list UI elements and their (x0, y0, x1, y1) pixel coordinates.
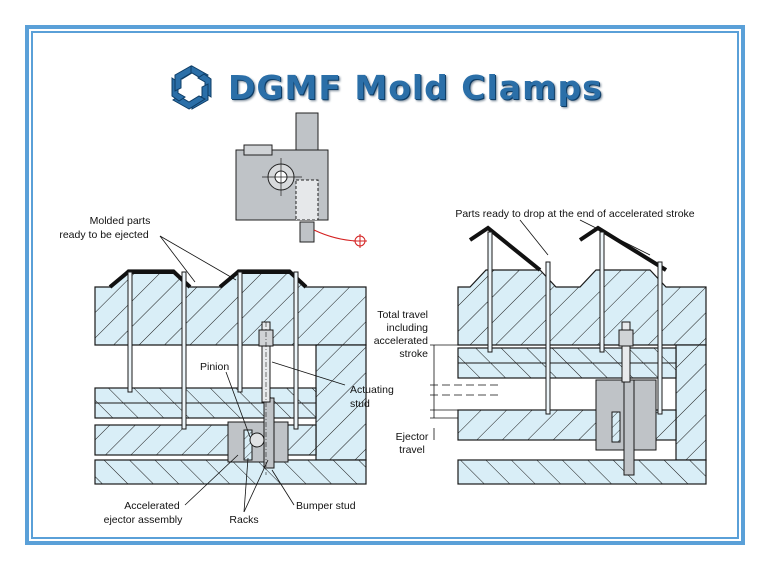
label-molded-parts-2: ready to be ejected (59, 229, 148, 241)
left-labels: Molded parts ready to be ejected Pinion … (59, 215, 394, 526)
label-actuating-1: Actuating (350, 384, 394, 396)
header: DGMF Mold Clamps (168, 62, 603, 112)
label-racks: Racks (229, 514, 258, 526)
inner-frame (31, 31, 739, 539)
label-total-travel-1: Total travel (377, 309, 428, 321)
label-ejector-travel-1: Ejector (396, 431, 429, 443)
label-pinion: Pinion (200, 361, 229, 373)
clamp-detail (235, 112, 367, 248)
label-accelerated-1: Accelerated (124, 500, 180, 512)
label-parts-ready: Parts ready to drop at the end of accele… (455, 208, 694, 220)
brand-title: DGMF Mold Clamps (228, 67, 603, 107)
label-actuating-2: stud (350, 398, 370, 410)
right-mold (457, 225, 707, 485)
label-total-travel-3: accelerated (374, 335, 428, 347)
label-total-travel-2: including (387, 322, 429, 334)
left-mold (94, 269, 367, 485)
label-bumper-stud: Bumper stud (296, 500, 356, 512)
dgmf-logo-icon (171, 65, 212, 110)
label-ejector-travel-2: travel (399, 444, 425, 456)
label-total-travel-4: stroke (399, 348, 428, 360)
label-accelerated-2: ejector assembly (104, 514, 184, 526)
outer-frame (25, 25, 745, 545)
label-molded-parts-1: Molded parts (90, 215, 151, 227)
right-labels: Parts ready to drop at the end of accele… (374, 208, 695, 456)
